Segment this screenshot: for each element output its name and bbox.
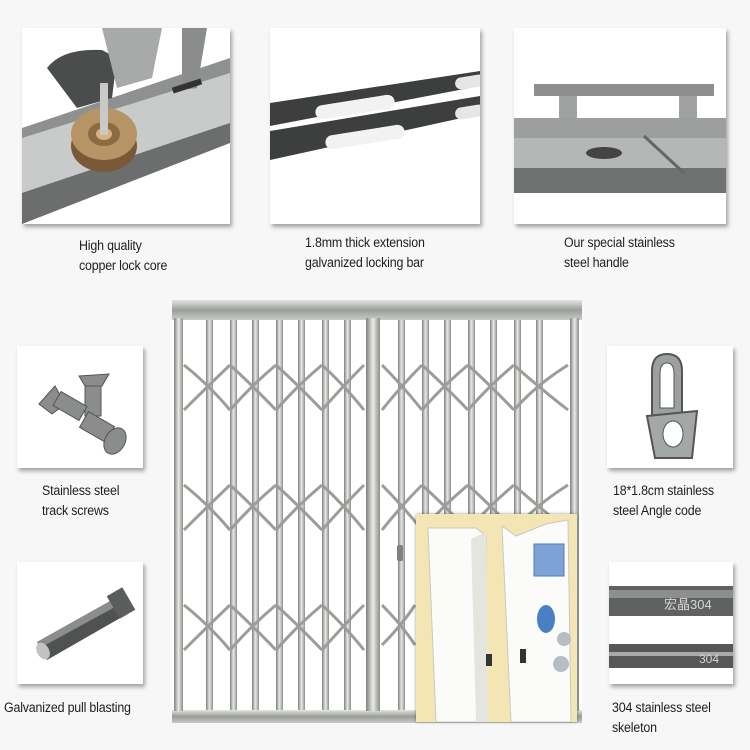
caption-line: Galvanized pull blasting [4,700,131,715]
track-screws-caption: Stainless steel track screws [42,481,120,521]
lock-profile-image [416,514,577,722]
caption-line: track screws [42,503,109,518]
handle-caption: Our special stainless steel handle [564,233,675,273]
caption-line: 18*1.8cm stainless [613,483,714,498]
expansion-bolt-image [17,562,143,684]
lock-core-caption: High quality copper lock core [79,236,167,276]
caption-line: galvanized locking bar [305,255,424,270]
angle-code-photo [607,346,733,468]
locking-bar-photo [270,28,480,224]
angle-code-caption: 18*1.8cm stainless steel Angle code [613,481,714,521]
caption-line: steel Angle code [613,503,702,518]
caption-line: skeleton [612,720,657,735]
lock-core-photo [22,28,230,224]
track-screws-image [17,346,143,468]
stainless-steel-handle-image [514,28,726,224]
caption-line: Our special stainless [564,235,675,250]
caption-line: High quality [79,238,142,253]
caption-line: 304 stainless steel [612,700,711,715]
caption-line: 1.8mm thick extension [305,235,425,250]
skeleton-marking-bottom: 304 [699,652,719,666]
copper-lock-core-image [22,28,230,224]
pull-blasting-photo [17,562,143,684]
lock-profile-inset [416,514,577,722]
steel-skeleton-image: 宏晶304 304 [609,562,733,684]
locking-bar-caption: 1.8mm thick extension galvanized locking… [305,233,425,273]
handle-photo [514,28,726,224]
skeleton-photo: 宏晶304 304 [609,562,733,684]
track-screws-photo [17,346,143,468]
skeleton-caption: 304 stainless steel skeleton [612,698,711,738]
caption-line: Stainless steel [42,483,120,498]
caption-line: copper lock core [79,258,168,273]
angle-code-image [607,346,733,468]
galvanized-locking-bar-image [270,28,480,224]
caption-line: steel handle [564,255,629,270]
pull-blasting-caption: Galvanized pull blasting [4,698,131,718]
skeleton-marking-top: 宏晶304 [664,597,712,612]
